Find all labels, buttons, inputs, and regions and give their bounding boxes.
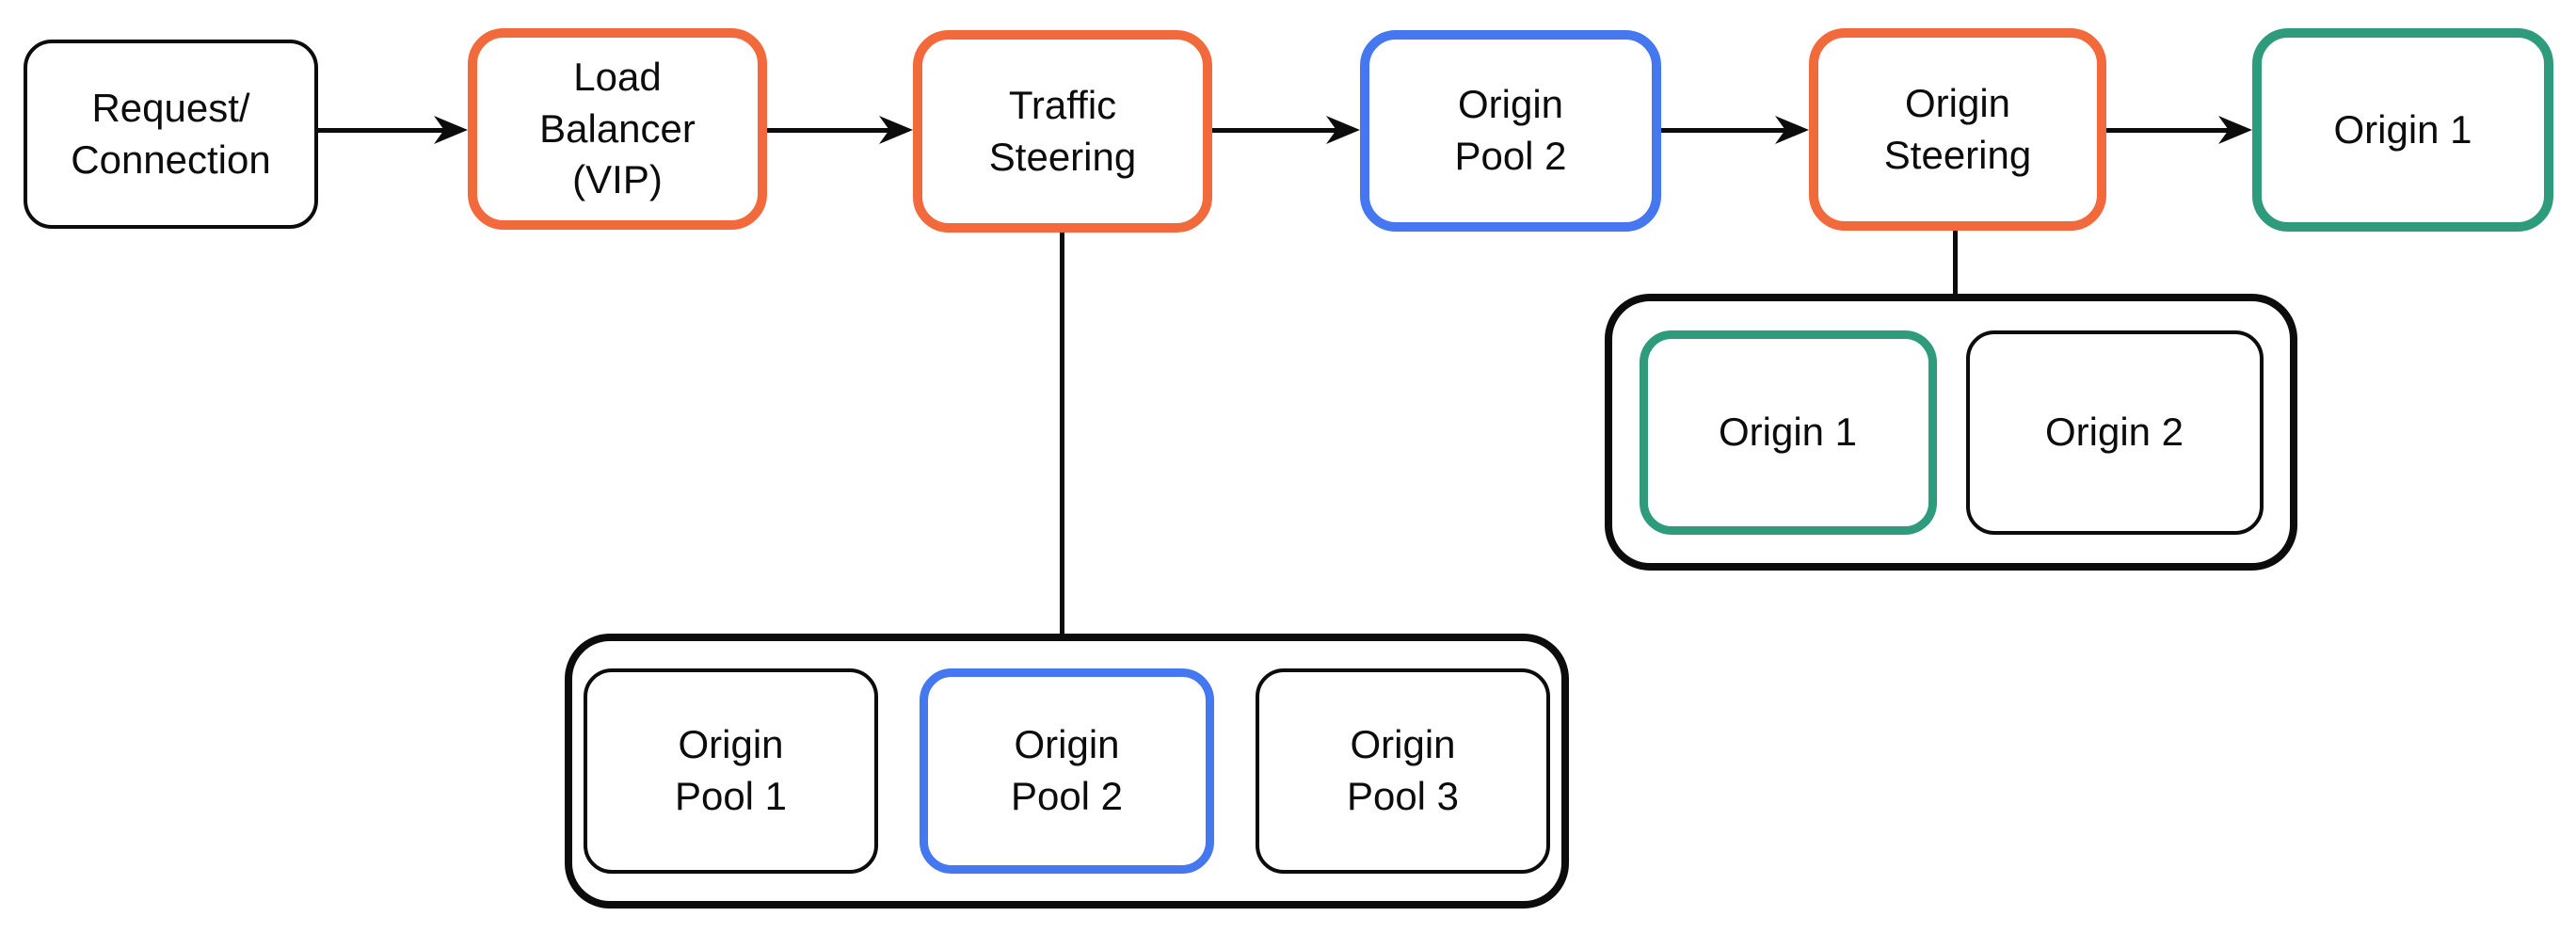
node-origin-pool-1: Origin Pool 1 (584, 668, 878, 874)
node-origin-1-highlighted: Origin 1 (1639, 330, 1937, 535)
arrow-right-icon (1661, 116, 1809, 144)
node-origin-2: Origin 2 (1965, 330, 2264, 535)
arrow-right-icon (318, 116, 468, 144)
node-origin-pool-3: Origin Pool 3 (1256, 668, 1550, 874)
arrow-shaft (1212, 127, 1337, 133)
node-origin-1-selected: Origin 1 (2252, 28, 2553, 232)
arrow-shaft (2106, 127, 2230, 133)
node-origin-pool-2-label: Origin Pool 2 (1454, 82, 1567, 178)
node-request-connection: Request/ Connection (24, 40, 318, 229)
node-traffic-steering-label: Traffic Steering (988, 82, 1137, 179)
arrow-right-icon (2106, 116, 2252, 144)
arrow-shaft (318, 127, 445, 133)
node-origin-1-label: Origin 1 (2333, 106, 2472, 152)
node-traffic-steering: Traffic Steering (913, 30, 1212, 233)
node-origin-pool-1-label: Origin Pool 1 (674, 722, 788, 818)
node-origin-pool-3-label: Origin Pool 3 (1346, 722, 1460, 818)
arrow-right-icon (1212, 116, 1360, 144)
node-load-balancer-vip-label: Load Balancer (VIP) (539, 55, 696, 202)
node-origin-pool-2-highlighted: Origin Pool 2 (920, 668, 1214, 874)
node-request-connection-label: Request/ Connection (71, 85, 271, 182)
origin-pool-group: Origin Pool 1 Origin Pool 2 Origin Pool … (565, 634, 1569, 909)
node-origin-1-label: Origin 1 (1718, 409, 1858, 454)
arrow-right-icon (767, 116, 913, 144)
node-origin-pool-2-label: Origin Pool 2 (1010, 722, 1124, 818)
node-origin-pool-2-selected: Origin Pool 2 (1360, 30, 1661, 232)
arrow-shaft (1661, 127, 1786, 133)
arrow-shaft (767, 127, 890, 133)
connector-origin-steering-to-origin-group (1953, 231, 1958, 294)
node-load-balancer-vip: Load Balancer (VIP) (468, 28, 767, 230)
node-origin-steering: Origin Steering (1809, 28, 2106, 231)
connector-traffic-steering-to-pool-group (1060, 233, 1064, 634)
origin-group: Origin 1 Origin 2 (1605, 294, 2297, 571)
node-origin-steering-label: Origin Steering (1883, 80, 2032, 177)
node-origin-2-label: Origin 2 (2044, 409, 2184, 454)
